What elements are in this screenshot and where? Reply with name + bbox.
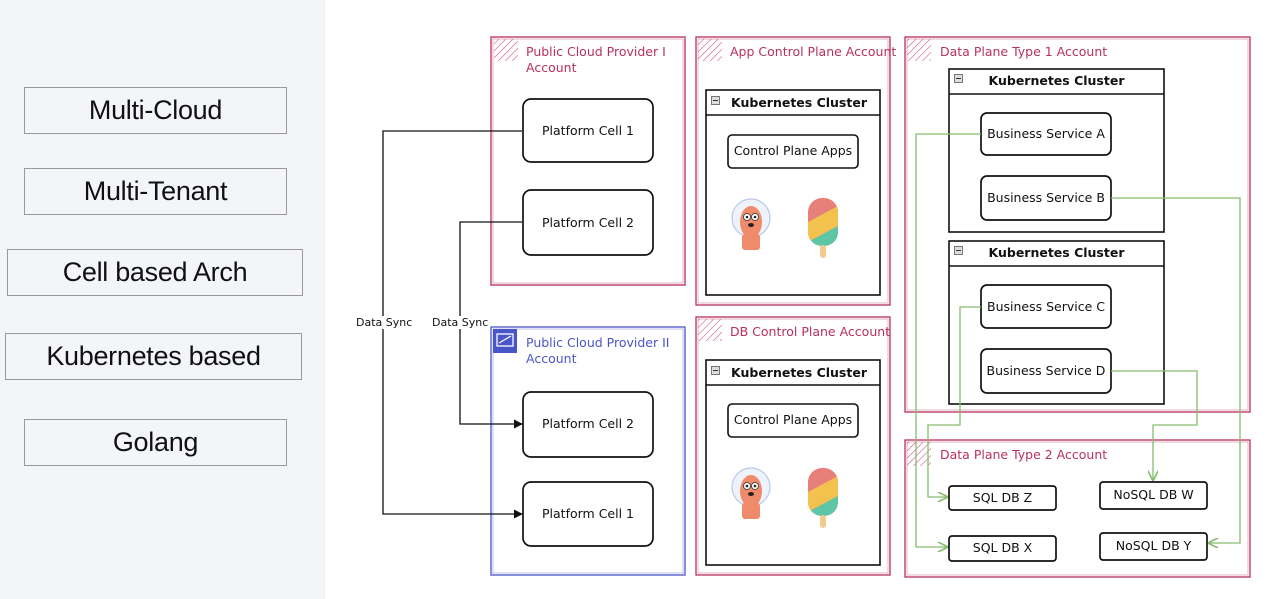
business-service-b[interactable]: Business Service B [987,190,1105,205]
connector-d-to-nosql-w [1111,370,1198,480]
platform-cell-boxes [522,98,654,547]
data-sync-label: Data Sync [431,316,490,329]
db-control-plane-title: DB Control Plane Account [730,324,891,339]
dp1-cluster-2-title: Kubernetes Cluster [988,245,1125,260]
provider2-platform-cell-2[interactable]: Platform Cell 2 [542,416,634,431]
sql-db-x[interactable]: SQL DB X [972,540,1033,555]
provider1-platform-cell-2[interactable]: Platform Cell 2 [542,215,634,230]
provider2-platform-cell-1[interactable]: Platform Cell 1 [542,506,634,521]
provider2-title-line1: Public Cloud Provider II [526,335,670,350]
collapse-icon[interactable] [954,74,963,83]
provider1-platform-cell-1[interactable]: Platform Cell 1 [542,123,634,138]
provider2-account-frame [490,326,686,576]
tag-multi-tenant: Multi-Tenant [24,168,287,215]
connector-b-to-nosql-y [1111,197,1241,543]
nosql-db-y[interactable]: NoSQL DB Y [1115,538,1192,553]
dp1-cluster-1-title: Kubernetes Cluster [988,73,1125,88]
collapse-icon[interactable] [954,246,963,255]
feature-tag-panel: Multi-Cloud Multi-Tenant Cell based Arch… [0,0,325,599]
sql-db-z[interactable]: SQL DB Z [972,490,1033,505]
nosql-db-w[interactable]: NoSQL DB W [1113,487,1194,502]
connector-a-to-sql-x [915,133,981,547]
db-control-plane-frame [695,316,891,576]
tag-cell-based-arch: Cell based Arch [7,249,303,296]
data-plane-2-frame [904,439,1251,578]
service-db-connectors [915,133,1241,547]
provider2-account-title: Public Cloud Provider II Account [526,335,669,367]
provider1-title-line1: Public Cloud Provider I [526,44,666,59]
hatch-icon [907,442,931,466]
hatch-icon [907,39,931,61]
app-control-plane-frame [695,36,891,306]
db-control-plane-apps[interactable]: Control Plane Apps [733,412,853,427]
hatch-icon [698,39,722,61]
collapse-icon[interactable] [711,96,720,105]
popsicle-icon [808,468,838,528]
data-sync-label: Data Sync [355,316,414,329]
db-cp-cluster-title: Kubernetes Cluster [731,365,867,380]
hatch-icon [698,319,722,341]
tag-multi-cloud: Multi-Cloud [24,87,287,134]
database-boxes [948,481,1208,562]
provider2-title-line2: Account [526,351,577,366]
data-plane-2-title: Data Plane Type 2 Account [940,447,1108,462]
business-service-c[interactable]: Business Service C [987,299,1105,314]
collapse-icon[interactable] [711,366,720,375]
app-control-plane-title: App Control Plane Account [730,44,897,59]
app-control-plane-apps[interactable]: Control Plane Apps [733,143,853,158]
provider1-account-title: Public Cloud Provider I Account [526,44,666,76]
tag-kubernetes-based: Kubernetes based [5,333,302,380]
business-service-a[interactable]: Business Service A [987,126,1105,141]
tag-golang: Golang [24,419,287,466]
popsicle-icon [808,198,838,258]
data-plane-1-title: Data Plane Type 1 Account [940,44,1108,59]
provider1-account-frame [490,36,686,286]
azure-provider-icon [493,329,517,353]
provider1-title-line2: Account [526,60,577,75]
connector-c-to-sql-z [927,306,981,497]
business-service-d[interactable]: Business Service D [986,363,1106,378]
argo-mascot-icon [731,467,771,519]
hatch-icon [494,39,518,61]
business-service-boxes [980,112,1112,394]
app-cp-cluster-title: Kubernetes Cluster [731,95,867,110]
argo-mascot-icon [731,198,771,250]
